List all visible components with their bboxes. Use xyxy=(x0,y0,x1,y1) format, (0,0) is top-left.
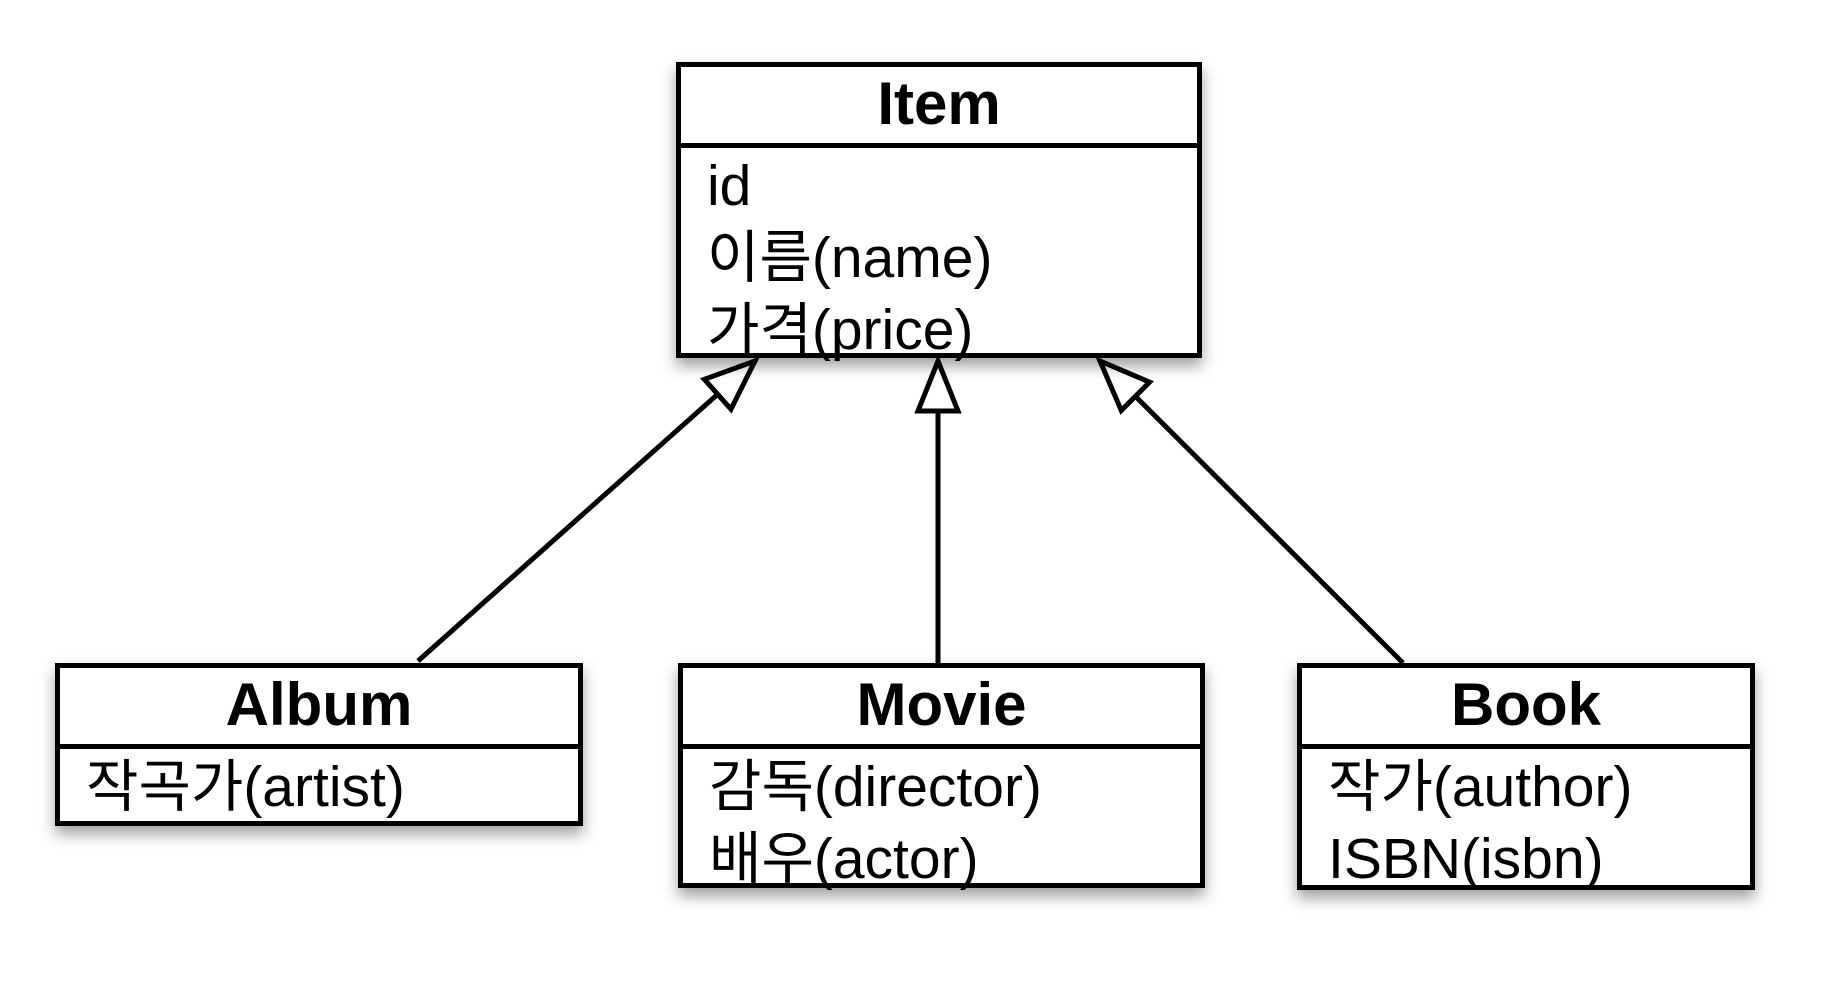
class-attribute: id xyxy=(707,154,752,218)
class-title-album: Album xyxy=(60,668,578,749)
class-attributes-item: id 이름(name) 가격(price) xyxy=(681,148,1197,366)
class-attribute: 감독(director) xyxy=(709,755,1042,819)
class-title-movie: Movie xyxy=(683,668,1200,749)
class-attribute: 가격(price) xyxy=(707,298,974,362)
generalization-arrow-album-to-item xyxy=(416,356,761,663)
class-title-item: Item xyxy=(681,67,1197,148)
class-attributes-album: 작곡가(artist) xyxy=(60,749,578,823)
class-box-album: Album 작곡가(artist) xyxy=(55,663,583,826)
class-attribute: 작가(author) xyxy=(1328,755,1633,819)
generalization-arrow-book-to-item xyxy=(1095,356,1405,665)
class-attribute: 이름(name) xyxy=(707,226,993,290)
class-attribute: ISBN(isbn) xyxy=(1328,827,1604,891)
class-attribute: 배우(actor) xyxy=(709,827,979,891)
class-title-book: Book xyxy=(1302,668,1750,749)
class-attribute: 작곡가(artist) xyxy=(86,755,405,819)
class-box-item: Item id 이름(name) 가격(price) xyxy=(676,62,1202,362)
class-attributes-movie: 감독(director) 배우(actor) xyxy=(683,749,1200,895)
class-box-book: Book 작가(author) ISBN(isbn) xyxy=(1297,663,1755,891)
class-attributes-book: 작가(author) ISBN(isbn) xyxy=(1302,749,1750,895)
class-box-movie: Movie 감독(director) 배우(actor) xyxy=(678,663,1205,891)
